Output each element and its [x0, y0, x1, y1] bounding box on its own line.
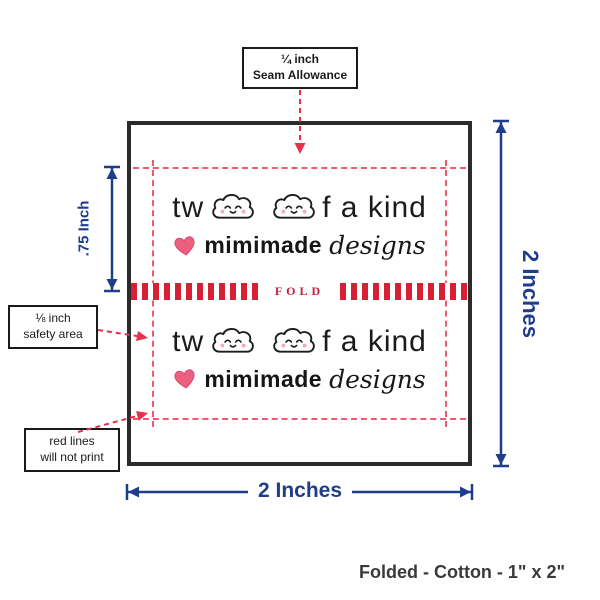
cloud-face-icon — [273, 194, 315, 219]
label-logo-top: tw f a kind — [131, 168, 468, 283]
product-spec-note: Folded - Cotton - 1" x 2" — [358, 562, 566, 582]
label-outline: tw f a kind — [127, 121, 472, 466]
red-lines-arrow-icon — [77, 411, 148, 433]
logo-brand-name: mimimade — [204, 365, 323, 392]
logo-text-kind: f a kind — [322, 324, 427, 358]
red-lines-line1: red lines — [49, 434, 95, 449]
heart-icon — [174, 369, 195, 389]
cloud-face-icon — [212, 327, 254, 353]
fold-label: FOLD — [260, 283, 339, 300]
logo-brand-name: mimimade — [204, 232, 323, 258]
safety-area-callout: ⅛ inch safety area — [8, 305, 98, 349]
logo-wordmark: tw f a kind — [172, 325, 427, 359]
fold-front-dimension: .75 Inch — [70, 163, 98, 293]
heart-icon — [174, 235, 195, 256]
cloud-face-icon — [273, 327, 315, 353]
logo-text-kind: f a kind — [322, 191, 427, 224]
logo-brand-script: designs — [329, 231, 426, 260]
safety-area-arrow-icon — [98, 329, 148, 341]
seam-allowance-line1: ¼ inch — [280, 52, 319, 67]
height-dimension: 2 Inches — [508, 121, 552, 466]
safety-area-line1: ⅛ inch — [35, 311, 71, 326]
logo-text-tw: tw — [172, 324, 205, 358]
height-dimension-line — [493, 119, 509, 468]
width-dimension: 2 Inches — [235, 479, 365, 503]
height-dimension-text: 2 Inches — [518, 249, 544, 338]
fold-band: FOLD — [131, 283, 468, 300]
label-logo-bottom: tw f a kind — [131, 300, 468, 418]
cloud-face-icon — [212, 194, 254, 219]
width-dimension-text: 2 Inches — [247, 479, 353, 502]
red-lines-line2: will not print — [40, 450, 104, 464]
logo-brand-line: mimimade designs — [173, 231, 426, 260]
seam-allowance-arrow-icon — [294, 90, 306, 154]
safety-guide-top — [133, 167, 466, 169]
logo-brand-line: mimimade designs — [173, 364, 426, 394]
fold-front-dimension-line — [104, 165, 120, 293]
safety-area-line2: safety area — [23, 327, 83, 341]
seam-allowance-callout: ¼ inch Seam Allowance — [242, 47, 358, 89]
logo-text-tw: tw — [172, 191, 205, 224]
logo-wordmark: tw f a kind — [172, 191, 427, 225]
logo-brand-script: designs — [329, 364, 426, 394]
seam-allowance-line2: Seam Allowance — [252, 68, 348, 82]
safety-guide-bottom — [133, 418, 466, 420]
fold-front-dimension-text: .75 Inch — [75, 200, 93, 256]
red-lines-callout: red lines will not print — [24, 428, 120, 472]
